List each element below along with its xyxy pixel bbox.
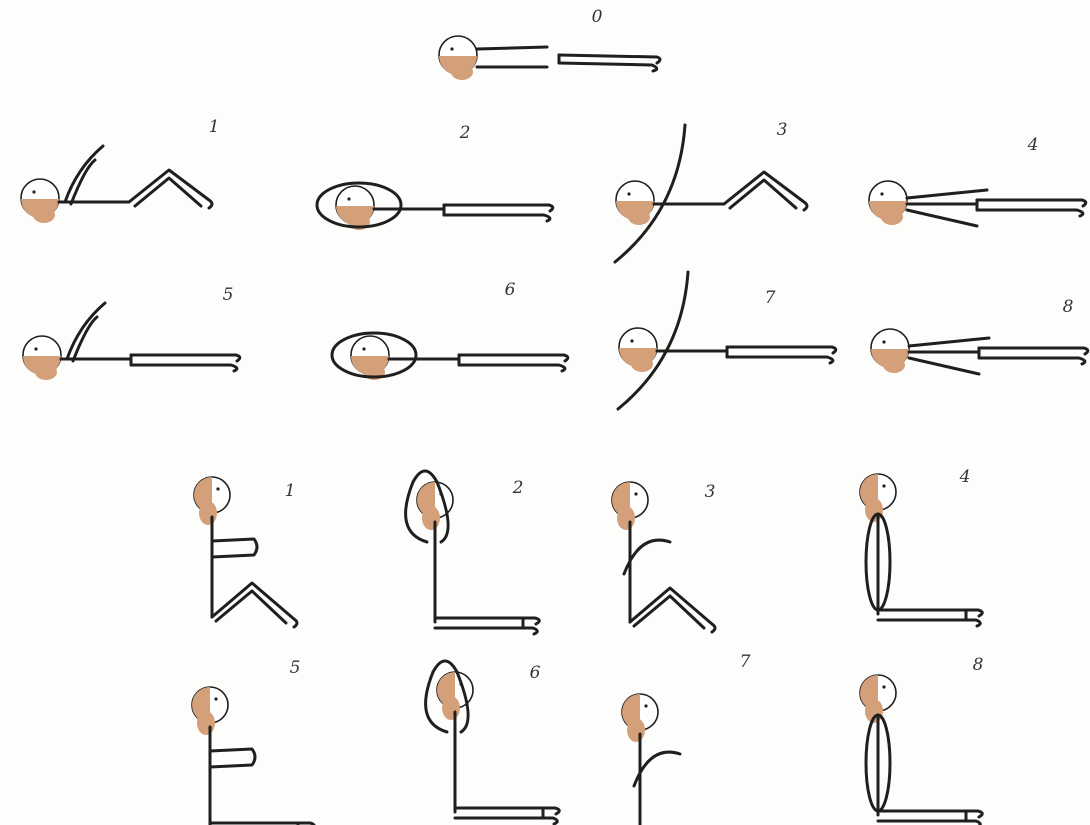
leg (559, 63, 657, 71)
leg (979, 358, 1085, 364)
figure-number: 8 (973, 655, 984, 675)
eye-dot (362, 347, 365, 350)
neck (451, 64, 473, 80)
leg (634, 596, 704, 628)
lying-figure-3: 3 (615, 120, 807, 262)
eye-dot (627, 192, 630, 195)
figure-number: 8 (1063, 297, 1074, 317)
arm (413, 471, 437, 482)
eye-dot (630, 339, 633, 342)
arm (433, 661, 457, 672)
lying-figure-5: 5 (23, 285, 240, 380)
figure-number: 0 (592, 7, 603, 27)
lying-figure-0: 0 (439, 7, 660, 80)
eye-dot (347, 197, 350, 200)
eye-dot (214, 697, 217, 700)
neck (883, 357, 905, 373)
sitting-figure-5: 5 (192, 658, 314, 825)
sitting-figure-3: 3 (612, 482, 715, 632)
arm (909, 358, 979, 374)
figure-number: 3 (777, 120, 788, 140)
eye-dot (882, 484, 885, 487)
neck (422, 506, 440, 530)
sitting-figure-4: 4 (860, 467, 982, 626)
arm (909, 338, 989, 346)
sitting-figure-7: 7 (622, 652, 751, 825)
neck (631, 356, 653, 372)
neck (881, 209, 903, 225)
figure-number: 1 (285, 481, 296, 501)
leg (727, 347, 836, 353)
leg (977, 210, 1083, 216)
figure-number: 7 (765, 288, 776, 308)
lying-figure-8: 8 (871, 297, 1088, 374)
neck (617, 506, 635, 530)
eye-dot (880, 192, 883, 195)
arm (210, 749, 255, 767)
eye-dot (32, 190, 35, 193)
sitting-figure-2: 2 (406, 471, 540, 634)
eye-dot (882, 340, 885, 343)
neck (442, 696, 460, 720)
figure-number: 2 (459, 123, 471, 143)
figure-number: 5 (223, 285, 234, 305)
arm (907, 190, 987, 198)
leg (559, 55, 660, 63)
figure-number: 1 (209, 117, 220, 137)
sitting-figure-1: 1 (194, 477, 297, 627)
lying-figure-2: 2 (317, 123, 553, 230)
leg (135, 178, 201, 206)
lying-figure-7: 7 (618, 272, 836, 409)
arm (212, 539, 257, 557)
lying-figure-4: 4 (869, 135, 1086, 226)
leg (979, 348, 1088, 354)
figure-number: 6 (505, 280, 516, 300)
leg (216, 591, 286, 623)
eye-dot (34, 347, 37, 350)
leg (131, 365, 237, 371)
leg (131, 355, 240, 361)
eye-dot (216, 487, 219, 490)
eye-dot (644, 704, 647, 707)
figure-number: 7 (740, 652, 751, 672)
leg (977, 200, 1086, 206)
sitting-figure-6: 6 (426, 661, 560, 824)
leg (444, 205, 553, 211)
eye-dot (882, 685, 885, 688)
sitting-figure-8: 8 (860, 655, 984, 825)
neck (33, 207, 55, 223)
lying-figure-6: 6 (332, 280, 568, 380)
leg (730, 180, 796, 208)
lying-figure-1: 1 (21, 117, 219, 223)
figure-number: 5 (290, 658, 301, 678)
leg (727, 357, 833, 363)
figure-number: 3 (705, 482, 716, 502)
leg (459, 355, 568, 361)
neck (35, 364, 57, 380)
neck (627, 718, 645, 742)
leg (444, 215, 550, 221)
eye-dot (450, 47, 453, 50)
arm (907, 210, 977, 226)
neck (628, 209, 650, 225)
figure-number: 6 (530, 663, 541, 683)
neck (199, 501, 217, 525)
neck (197, 711, 215, 735)
leg (459, 365, 565, 371)
figure-number: 4 (1027, 135, 1039, 155)
figure-number: 2 (512, 478, 524, 498)
eye-dot (634, 492, 637, 495)
figure-number: 4 (959, 467, 971, 487)
arm (477, 47, 547, 49)
